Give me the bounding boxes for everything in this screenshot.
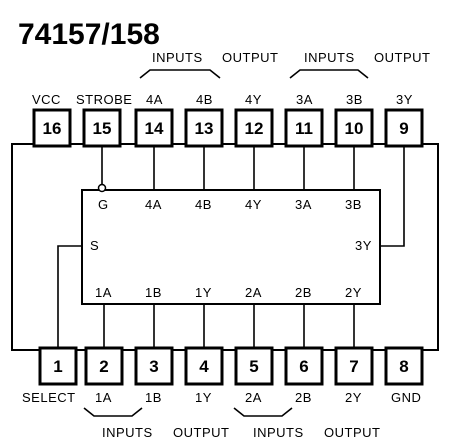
- pin10-label: 3B: [346, 92, 363, 107]
- chip-label-3a: 3A: [295, 197, 312, 212]
- pin7-label: 2Y: [345, 390, 362, 405]
- chip-label-2y: 2Y: [345, 285, 362, 300]
- pin3-label: 1B: [145, 390, 162, 405]
- top-group-inputs-left: INPUTS: [152, 50, 203, 65]
- pin15-label: STROBE: [76, 92, 132, 107]
- pin16-box: [32, 108, 72, 148]
- bottom-group-output-right: OUTPUT: [324, 425, 380, 440]
- pin7-box: [334, 346, 374, 386]
- pin5-label: 2A: [245, 390, 262, 405]
- bottom-group-inputs-right: INPUTS: [253, 425, 304, 440]
- chip-label-2a: 2A: [245, 285, 262, 300]
- wire-3y: [380, 146, 405, 247]
- pin11-box: [284, 108, 324, 148]
- chip-label-g: G: [98, 197, 109, 212]
- pin10-number: 10: [345, 119, 364, 138]
- pin4-box: [184, 346, 224, 386]
- pin6-label: 2B: [295, 390, 312, 405]
- pin1-label: SELECT: [22, 390, 76, 405]
- pin13-box: [184, 108, 224, 148]
- bottom-group-output-left: OUTPUT: [173, 425, 229, 440]
- pin16-number: 16: [43, 119, 62, 138]
- chip-label-4a: 4A: [145, 197, 162, 212]
- pin8-box: [384, 346, 424, 386]
- pin14-label: 4A: [146, 92, 163, 107]
- pin12-number: 12: [245, 119, 264, 138]
- pin9-label: 3Y: [396, 92, 413, 107]
- pin9-box: [384, 108, 424, 148]
- chip-label-4b: 4B: [195, 197, 212, 212]
- pin4-number: 4: [199, 357, 209, 376]
- bottom-bracket-right: [233, 407, 293, 417]
- top-wires: [97, 146, 405, 247]
- chip-label-1a: 1A: [95, 285, 112, 300]
- chip-body: [81, 189, 381, 305]
- strobe-inversion-bubble: [97, 183, 107, 193]
- bottom-wires: [57, 245, 355, 350]
- pin4-label: 1Y: [195, 390, 212, 405]
- bottom-bracket-left: [83, 407, 143, 417]
- pin1-box: [38, 346, 78, 386]
- pin2-box: [84, 346, 124, 386]
- package-outline: [11, 143, 439, 351]
- chip-label-1y: 1Y: [195, 285, 212, 300]
- pin8-number: 8: [399, 357, 408, 376]
- pin5-box: [234, 346, 274, 386]
- pin11-label: 3A: [296, 92, 313, 107]
- bottom-group-inputs-left: INPUTS: [102, 425, 153, 440]
- pin9-number: 9: [399, 119, 408, 138]
- pin3-number: 3: [149, 357, 158, 376]
- top-bracket-right: [289, 69, 369, 79]
- top-group-inputs-right: INPUTS: [304, 50, 355, 65]
- pin11-number: 11: [295, 119, 313, 138]
- pin16-label: VCC: [32, 92, 61, 107]
- pin13-label: 4B: [196, 92, 213, 107]
- top-group-output-left: OUTPUT: [222, 50, 278, 65]
- chip-label-s: S: [90, 238, 99, 253]
- bottom-pin-row: [38, 346, 424, 386]
- chip-title: 74157/158: [18, 18, 160, 51]
- pin13-number: 13: [195, 119, 214, 138]
- top-group-output-right: OUTPUT: [374, 50, 430, 65]
- top-bracket-left: [139, 69, 221, 79]
- pin8-label: GND: [391, 390, 421, 405]
- chip-label-3b: 3B: [345, 197, 362, 212]
- chip-label-1b: 1B: [145, 285, 162, 300]
- chip-label-3y: 3Y: [355, 238, 372, 253]
- chip-label-2b: 2B: [295, 285, 312, 300]
- pin2-number: 2: [99, 357, 108, 376]
- pin6-number: 6: [299, 357, 308, 376]
- pin14-number: 14: [145, 119, 164, 138]
- pin2-label: 1A: [95, 390, 112, 405]
- top-pin-row: [32, 108, 424, 148]
- pin15-number: 15: [93, 119, 112, 138]
- pin3-box: [134, 346, 174, 386]
- pin1-number: 1: [53, 357, 62, 376]
- pin12-label: 4Y: [245, 92, 262, 107]
- chip-label-4y: 4Y: [245, 197, 262, 212]
- pin5-number: 5: [249, 357, 258, 376]
- pin7-number: 7: [349, 357, 358, 376]
- wire-select: [57, 245, 82, 350]
- pin6-box: [284, 346, 324, 386]
